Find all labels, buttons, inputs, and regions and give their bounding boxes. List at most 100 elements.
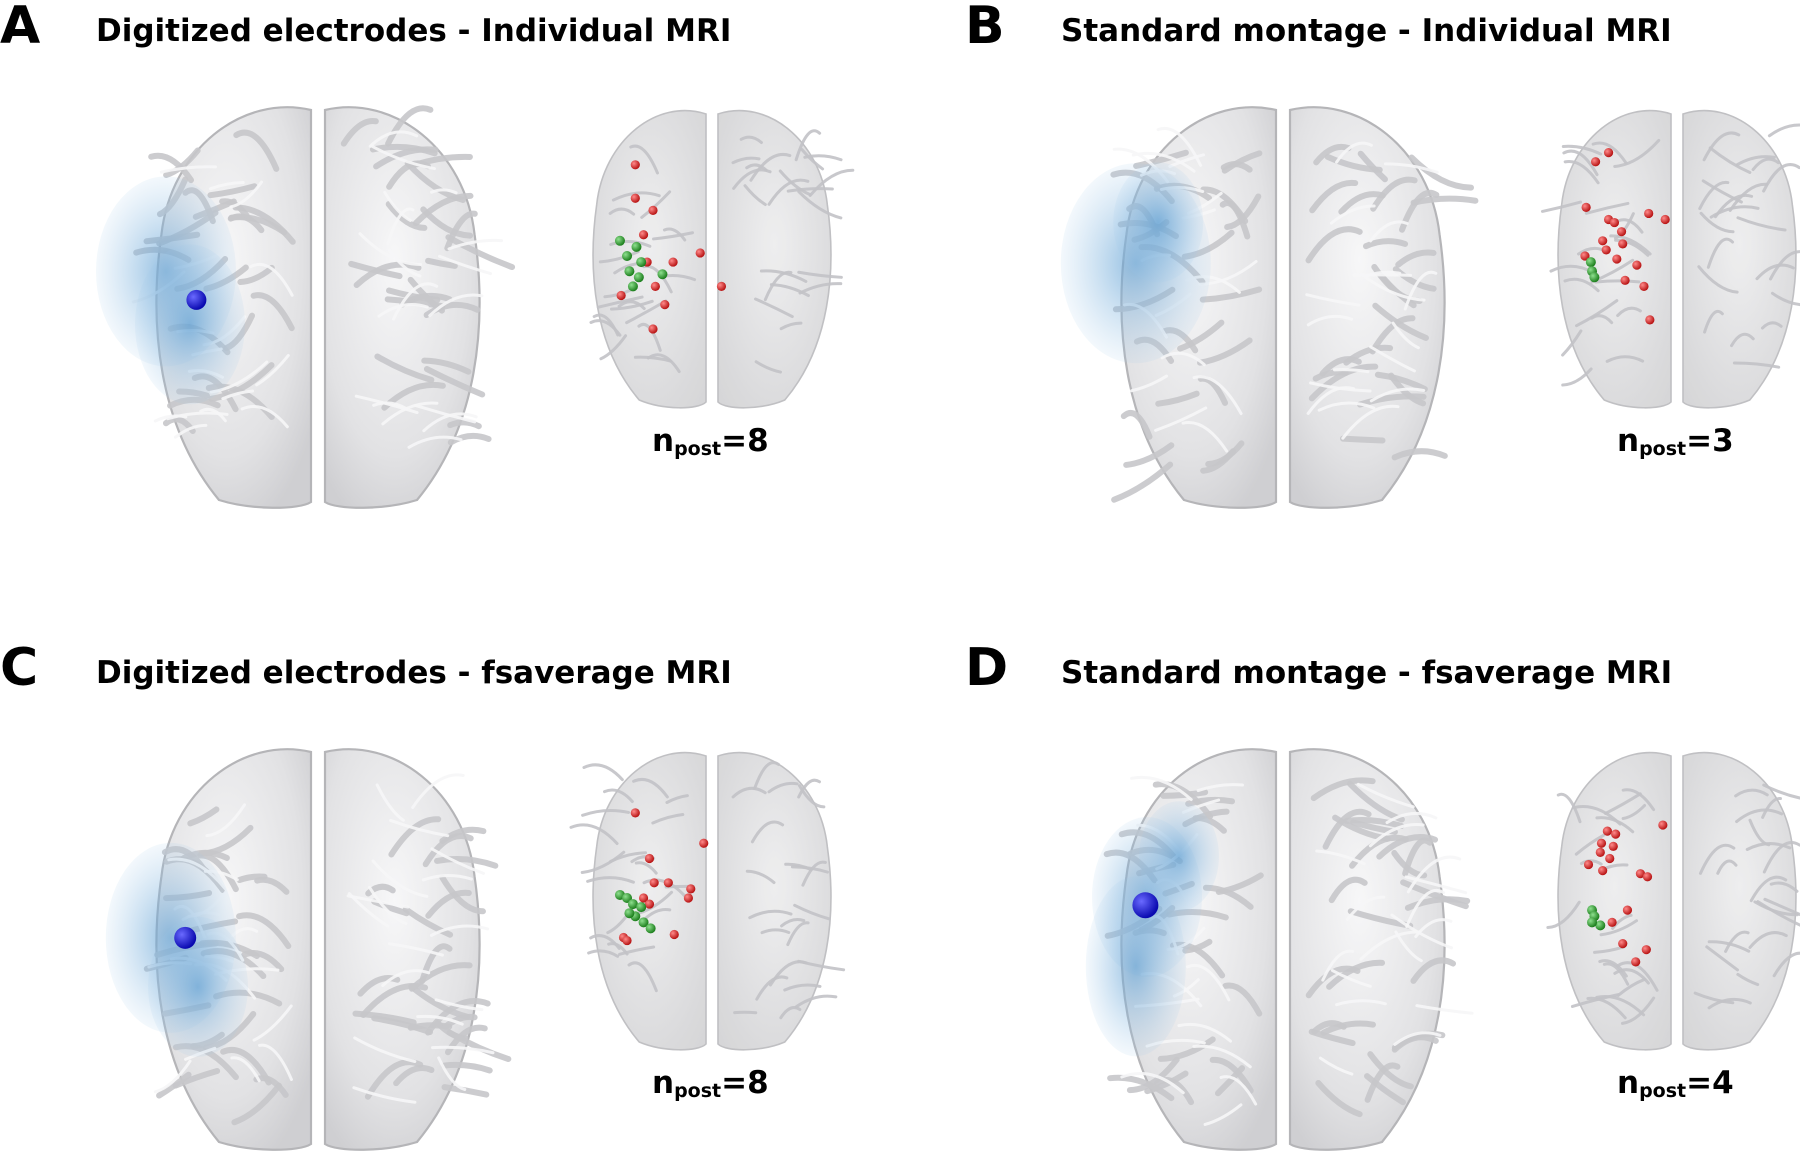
sulcus (199, 407, 227, 423)
sulcus (387, 248, 422, 278)
sulcus (1748, 818, 1771, 847)
electrode-red (1660, 214, 1670, 225)
sulcus (1315, 849, 1366, 866)
sulcus (430, 188, 458, 195)
sulcus (1556, 792, 1582, 824)
electrode-red (1590, 157, 1601, 167)
hemisphere-outline (323, 748, 481, 1151)
sulcus (1736, 216, 1787, 232)
sulcus (596, 295, 644, 309)
sulcus (750, 820, 785, 844)
sulcus (1707, 940, 1751, 953)
electrode-red (1611, 829, 1621, 839)
sulcus (1126, 1056, 1180, 1094)
sulcus (249, 262, 294, 297)
sulcus (1767, 123, 1800, 138)
sulcus (1222, 982, 1263, 1017)
activation-region (135, 244, 245, 405)
electrode-green (627, 899, 638, 910)
sulcus (767, 781, 799, 794)
sulcus (1219, 1075, 1258, 1106)
sulcus (416, 1014, 464, 1026)
sulcus (383, 190, 412, 222)
sulcus (1369, 220, 1409, 243)
sulcus (786, 187, 834, 193)
electrode-green (1595, 920, 1606, 931)
sulcus (598, 250, 640, 264)
sulcus (422, 833, 474, 868)
sulcus (1540, 200, 1583, 213)
sulcus (1388, 372, 1427, 407)
sulcus (1357, 393, 1427, 408)
sulcus (1318, 1056, 1354, 1076)
sulcus (371, 859, 429, 898)
sulcus (731, 156, 761, 165)
sulcus (1614, 238, 1650, 257)
electrode-red (1595, 847, 1605, 857)
sulcus (629, 144, 659, 175)
electrode-red (1601, 245, 1611, 255)
sulcus (1761, 797, 1782, 819)
sulcus (1332, 368, 1370, 374)
sulcus (1186, 963, 1231, 1002)
electrode-red (683, 893, 694, 903)
sulcus (236, 873, 268, 884)
sulcus (1602, 962, 1630, 986)
sulcus (163, 147, 201, 179)
sulcus (1177, 1022, 1233, 1043)
right-hemisphere (323, 748, 512, 1151)
sulcus (1698, 180, 1730, 211)
sulcus (1595, 995, 1646, 1017)
sulcus (438, 254, 493, 276)
sulcus (1385, 811, 1438, 825)
electrode-green (638, 917, 649, 928)
sulcus (372, 401, 409, 411)
electrode-red (1602, 826, 1612, 836)
sulcus (1575, 299, 1619, 328)
activation-region (1139, 801, 1219, 912)
electrode-red (699, 838, 709, 848)
sulcus (1320, 1020, 1377, 1036)
glass-brain-electrodes (569, 751, 846, 1051)
panel-letter: C (0, 638, 38, 698)
electrode-red (649, 878, 659, 888)
sulcus (582, 763, 624, 782)
sulcus (252, 1004, 293, 1042)
sulcus (444, 210, 478, 252)
electrode-red (695, 248, 705, 258)
sulcus (385, 201, 428, 231)
sulcus (386, 287, 441, 303)
electrode-red (1658, 820, 1668, 830)
electrode-green (1587, 917, 1598, 928)
sulcus (352, 1086, 417, 1104)
sulcus (1338, 191, 1386, 215)
electrode-red (669, 929, 679, 940)
sulcus (1707, 997, 1752, 1010)
electrode-red (1605, 853, 1615, 864)
sulcus (340, 118, 379, 147)
sulcus (1192, 375, 1243, 416)
sulcus (1209, 1056, 1254, 1094)
sulcus (1130, 776, 1193, 802)
sulcus (1305, 226, 1363, 264)
sulcus (1214, 1065, 1246, 1097)
sulcus (1185, 796, 1236, 807)
electrode-green (633, 272, 644, 283)
panel-title: Standard montage - fsaverage MRI (1061, 655, 1672, 691)
sulcus (1107, 1074, 1175, 1102)
sulcus (373, 146, 439, 170)
sulcus (447, 419, 482, 430)
sulcus (257, 1043, 293, 1082)
sulcus (1697, 265, 1739, 294)
electrode-red (1616, 227, 1627, 237)
sulcus (237, 264, 275, 286)
sulcus (430, 847, 486, 875)
glass-outline (717, 751, 832, 1051)
n-post-label: npost=3 (1617, 423, 1734, 460)
electrode-red (1618, 239, 1628, 249)
electrode-red (1631, 957, 1641, 967)
sulcus (808, 168, 855, 197)
sulcus (1144, 1070, 1189, 1095)
sulcus (434, 856, 499, 869)
sulcus (1376, 834, 1439, 860)
